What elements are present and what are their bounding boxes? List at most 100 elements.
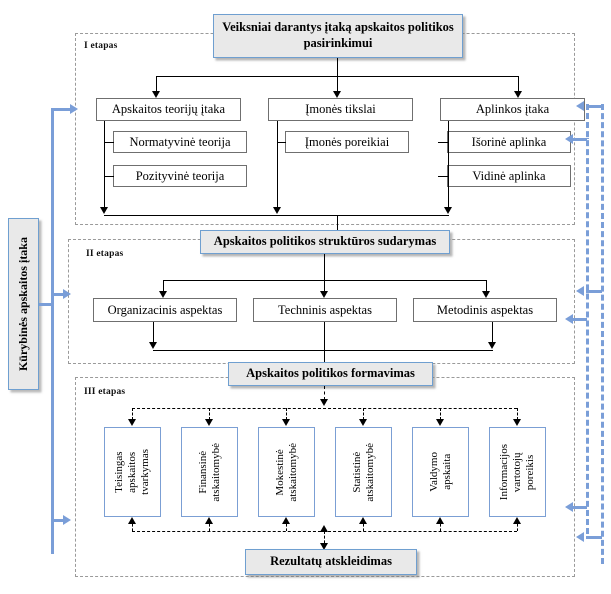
side-label-text: Kūrybinės apskaitos įtaka: [16, 236, 30, 372]
connector-result-rise-6: [517, 524, 518, 531]
connector-result-rise-2: [209, 524, 210, 531]
stage3-item-label-3: Mokestinė atskaitomybė: [273, 442, 299, 502]
factor-2-child-1: Įmonės poreikiai: [285, 131, 409, 153]
connector-title-stem: [337, 58, 338, 76]
connector-stage3-drop-4: [363, 408, 364, 420]
connector-stage2-drop-1: [163, 280, 164, 292]
stage3-item-label-2: Finansinė atskaitomybė: [196, 442, 222, 502]
stage3-item-label-5: Valdymo apskaita: [427, 452, 453, 492]
connector-stage2-drop-3: [486, 280, 487, 292]
arrow-down-item-6: [513, 419, 521, 426]
feedback-right-outer-line: [601, 104, 604, 564]
stage3-item-box-2: Finansinė atskaitomybė: [181, 427, 238, 517]
arrow-left-stage2-inner: [565, 314, 573, 324]
arrow-down-factor-3: [514, 91, 522, 98]
stage3-item-box-5: Valdymo apskaita: [412, 427, 469, 517]
feedback-right-inner-line: [586, 104, 589, 534]
connector-branch-1b: [104, 176, 114, 177]
connector-stage3-head-stem: [324, 386, 325, 400]
connector-spine-3: [448, 121, 449, 208]
connector-aspect-drop-1: [153, 322, 154, 343]
connector-result-rise-3: [286, 524, 287, 531]
stage-2-header-box: Apskaitos politikos struktūros sudarymas: [200, 230, 450, 254]
connector-drop-1: [156, 76, 157, 92]
feedback-left-branch-3: [51, 519, 64, 522]
factor-1-child-1: Normatyvinė teorija: [113, 131, 247, 153]
connector-stage3-merge-bus: [153, 350, 493, 351]
arrow-down-result-box: [320, 543, 328, 550]
arrow-up-item-2: [205, 517, 213, 524]
arrow-right-stage1: [70, 104, 78, 114]
arrow-down-aspect-2: [320, 291, 328, 298]
connector-branch-1a: [104, 142, 114, 143]
arrow-down-aspect-1: [159, 291, 167, 298]
arrow-down-spine-1: [100, 207, 108, 214]
connector-result-stem: [324, 531, 325, 548]
aspect-box-1: Organizacinis aspektas: [93, 298, 237, 322]
connector-stage2-drop-2: [324, 280, 325, 292]
connector-drop-2: [337, 76, 338, 92]
feedback-right-branch-6: [586, 536, 602, 539]
stage-1-label: I etapas: [84, 41, 118, 51]
arrow-left-stage3-outer: [576, 532, 584, 542]
connector-stage1-merge-bus: [104, 215, 449, 216]
arrow-down-spine-3: [444, 207, 452, 214]
title-box: Veiksniai darantys įtaką apskaitos polit…: [213, 14, 463, 58]
arrow-left-stage3-inner: [565, 502, 573, 512]
aspect-box-2: Techninis aspektas: [253, 298, 397, 322]
connector-stage2-head-stem: [324, 254, 325, 280]
connector-stage3-drop-5: [440, 408, 441, 420]
feedback-right-branch-5: [572, 506, 587, 509]
arrow-left-stage1-inner: [565, 134, 573, 144]
stage-2-label: II etapas: [86, 249, 124, 259]
arrow-down-factor-1: [152, 91, 160, 98]
connector-result-rise-1: [132, 524, 133, 531]
connector-aspect-drop-3: [492, 322, 493, 343]
connector-stage3-bus: [132, 408, 517, 409]
arrow-up-item-6: [513, 517, 521, 524]
arrow-up-item-5: [436, 517, 444, 524]
arrow-down-aspect-3: [482, 291, 490, 298]
feedback-right-branch-3: [586, 290, 602, 293]
connector-stage3-drop-1: [132, 408, 133, 420]
feedback-left-branch-1: [51, 108, 71, 111]
arrow-down-item-2: [205, 419, 213, 426]
arrow-down-factor-2: [333, 91, 341, 98]
stage3-item-box-1: Teisingas apskaitos tvarkymas: [104, 427, 161, 517]
result-box: Rezultatų atskleidimas: [245, 549, 417, 575]
arrow-up-result-bus: [320, 525, 328, 532]
connector-stage2-stem: [337, 215, 338, 232]
factor-box-3: Aplinkos įtaka: [440, 98, 585, 121]
arrow-down-spine-2: [273, 207, 281, 214]
feedback-right-stub-2: [586, 138, 589, 139]
arrow-right-stage2: [63, 289, 71, 299]
stage3-item-box-6: Informacijos vartotojų poreikis: [489, 427, 546, 517]
arrow-down-stage3-bus: [320, 399, 328, 406]
feedback-left-connect: [39, 303, 53, 306]
stage-1-frame: [75, 33, 575, 225]
arrow-left-stage1-outer: [576, 101, 584, 111]
arrow-down-item-5: [436, 419, 444, 426]
connector-stage3-drop-3: [286, 408, 287, 420]
connector-stage3-drop-6: [517, 408, 518, 420]
factor-3-child-2: Vidinė aplinka: [447, 165, 571, 187]
arrow-down-merge-3: [488, 342, 496, 349]
feedback-right-branch-2b: [572, 138, 587, 141]
connector-branch-3a: [438, 142, 448, 143]
stage-3-header-box: Apskaitos politikos formavimas: [228, 362, 433, 386]
factor-box-2: Įmonės tikslai: [268, 98, 413, 121]
feedback-left-branch-2: [51, 293, 64, 296]
factor-1-child-2: Pozityvinė teorija: [113, 165, 247, 187]
arrow-down-merge-1: [149, 342, 157, 349]
arrow-up-item-3: [282, 517, 290, 524]
factor-box-1: Apskaitos teorijų įtaka: [96, 98, 241, 121]
stage3-item-label-1: Teisingas apskaitos tvarkymas: [113, 449, 151, 495]
stage3-item-label-4: Statistinė atskaitomybė: [350, 442, 376, 502]
stage3-item-box-4: Statistinė atskaitomybė: [335, 427, 392, 517]
side-label-box: Kūrybinės apskaitos įtaka: [8, 218, 39, 390]
connector-stage3-drop-2: [209, 408, 210, 420]
connector-branch-2a: [277, 142, 286, 143]
stage3-item-label-6: Informacijos vartotojų poreikis: [498, 443, 536, 501]
stage3-item-box-3: Mokestinė atskaitomybė: [258, 427, 315, 517]
